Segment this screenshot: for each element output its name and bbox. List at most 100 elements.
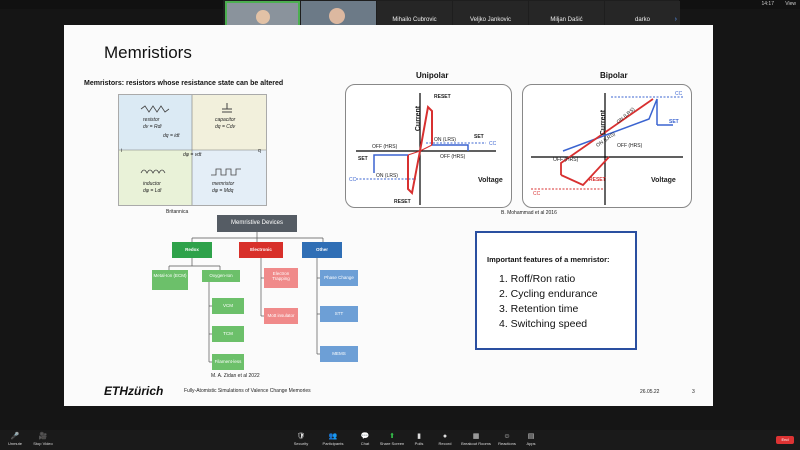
node-tcm: TCM [212, 326, 244, 342]
inductor-eq: dφ = Ldi [143, 188, 162, 194]
feature-item-3: 3. Retention time [499, 303, 579, 315]
node-vcm: VCM [212, 298, 244, 314]
breakout-rooms-label: Breakout Rooms [461, 441, 491, 446]
feature-item-2: 2. Cycling endurance [499, 288, 598, 300]
bipolar-title: Bipolar [600, 71, 628, 80]
features-heading: Important features of a memristor: [487, 255, 610, 264]
bipolar-cc-top: CC [675, 91, 683, 97]
inductor-label: inductor [143, 181, 161, 187]
participants-button[interactable]: 👥 Participants [318, 432, 348, 446]
unipolar-reset-bottom: RESET [394, 199, 411, 205]
unipolar-cc-right: CC [489, 141, 497, 147]
tree-caption: M. A. Zidan et al 2022 [211, 373, 260, 379]
participant-name: Miljan Dašić [550, 17, 583, 23]
microphone-icon: 🎤 [10, 433, 20, 440]
node-electron-trapping: Electron Trapping [264, 268, 298, 288]
unipolar-on-top: ON (LRS) [434, 137, 456, 143]
category-redox: Redox [172, 242, 212, 258]
node-metal-ion: Metal-Ion (ECM) [152, 270, 188, 290]
eth-logo: ETHzürich [104, 384, 164, 398]
category-electronic: Electronic [239, 242, 283, 258]
bipolar-off-lower: OFF (HRS) [553, 157, 579, 163]
polls-label: Polls [414, 441, 424, 446]
node-oxygen-ion: Oxygen-Ion [202, 270, 240, 282]
i-label: i [121, 148, 123, 154]
britannica-caption: Britannica [166, 209, 189, 215]
unipolar-off-left: OFF (HRS) [372, 144, 398, 150]
node-stt: STT [320, 306, 358, 322]
breakout-rooms-icon: ▦ [472, 433, 480, 440]
chat-button[interactable]: 💬 Chat [350, 432, 380, 446]
footer-text: Fully-Atomistic Simulations of Valence C… [184, 388, 311, 394]
memristor-label: memristor [212, 181, 235, 187]
bipolar-iv-panel: Current Voltage ON (LRS) ON (LRS) OFF (H… [522, 84, 692, 208]
unipolar-on-left: ON (LRS) [376, 173, 398, 179]
shield-icon: 🛡 [296, 433, 306, 440]
features-box: Important features of a memristor: 1. Ro… [475, 231, 637, 350]
unipolar-title: Unipolar [416, 71, 449, 80]
footer-date: 26.05.22 [640, 389, 660, 395]
reactions-button[interactable]: ☺ Reactions [492, 432, 522, 446]
bipolar-voltage-label: Voltage [651, 177, 676, 184]
q-label: q [258, 148, 261, 154]
view-button[interactable]: View [785, 1, 796, 7]
stop-video-button[interactable]: 🎥 Stop Video [28, 432, 58, 446]
node-phase-change: Phase Change [320, 270, 358, 286]
circuit-elements-diagram: resistor dv = Rdi capacitor dq = Cdv ind… [118, 94, 267, 206]
bipolar-reset: RESET [589, 177, 606, 183]
unipolar-set-right: SET [474, 134, 484, 140]
center-eq: dφ = vdt [183, 152, 202, 158]
security-button[interactable]: 🛡 Security [286, 432, 316, 446]
unipolar-iv-panel: Current Voltage RESET RESET SET SET ON (… [345, 84, 512, 208]
node-filament-less: Filament-less [212, 354, 244, 370]
bipolar-cc-bottom: CC [533, 191, 541, 197]
shared-slide: Memristiors Memristors: resistors whose … [64, 25, 713, 406]
memristor-eq: dφ = Mdq [212, 188, 234, 194]
page-number: 3 [692, 389, 695, 395]
tree-connectors [168, 232, 324, 363]
unipolar-voltage-label: Voltage [478, 177, 503, 184]
capacitor-label: capacitor [215, 117, 236, 123]
capacitor-eq: dq = Cdv [215, 124, 236, 130]
circuit-elements-figure [119, 95, 266, 205]
stop-video-label: Stop Video [33, 441, 53, 446]
security-label: Security [293, 441, 309, 446]
unipolar-iv-curve [356, 93, 496, 205]
participants-label: Participants [322, 441, 344, 446]
bipolar-iv-curve [531, 93, 683, 205]
breakout-rooms-button[interactable]: ▦ Breakout Rooms [461, 432, 491, 446]
feature-item-1: 1. Roff/Ron ratio [499, 273, 576, 285]
video-camera-icon: 🎥 [38, 433, 48, 440]
end-meeting-button[interactable]: End [776, 436, 794, 444]
polls-button[interactable]: ▮ Polls [404, 432, 434, 446]
record-button[interactable]: ● Record [430, 432, 460, 446]
unmute-button[interactable]: 🎤 Unmute [0, 432, 30, 446]
chat-icon: 💬 [360, 433, 370, 440]
share-screen-button[interactable]: ⬆ Share Screen [377, 432, 407, 446]
figure-caption: B. Mohammad et al 2016 [501, 210, 557, 216]
participant-name: Mihailo Cubrovic [392, 17, 437, 23]
participant-name: darko [634, 17, 650, 23]
slide-subtitle: Memristors: resistors whose resistance s… [84, 80, 284, 87]
unipolar-reset-top: RESET [434, 94, 451, 100]
reactions-icon: ☺ [503, 433, 511, 440]
unipolar-off-bottom: OFF (HRS) [440, 154, 466, 160]
participant-name: Veljko Jankovic [469, 17, 512, 23]
apps-button[interactable]: ▤ Apps [516, 432, 546, 446]
record-label: Record [438, 441, 452, 446]
resistor-eq: dv = Rdi [143, 124, 162, 130]
left-eq: dq = idt [163, 133, 180, 139]
clock: 14:17 [761, 1, 774, 7]
node-mems: MEMS [320, 346, 358, 362]
feature-item-4: 4. Switching speed [499, 318, 588, 330]
share-screen-icon: ⬆ [389, 433, 395, 440]
chevron-right-icon[interactable]: › [674, 16, 677, 23]
apps-label: Apps [526, 441, 536, 446]
bipolar-off-upper: OFF (HRS) [617, 143, 643, 149]
category-other: Other [302, 242, 342, 258]
tree-root: Memristive Devices [217, 215, 297, 232]
slide-title: Memristiors [104, 43, 192, 62]
node-mott-insulator: Mott insulator [264, 308, 298, 324]
chat-label: Chat [360, 441, 370, 446]
reactions-label: Reactions [498, 441, 516, 446]
